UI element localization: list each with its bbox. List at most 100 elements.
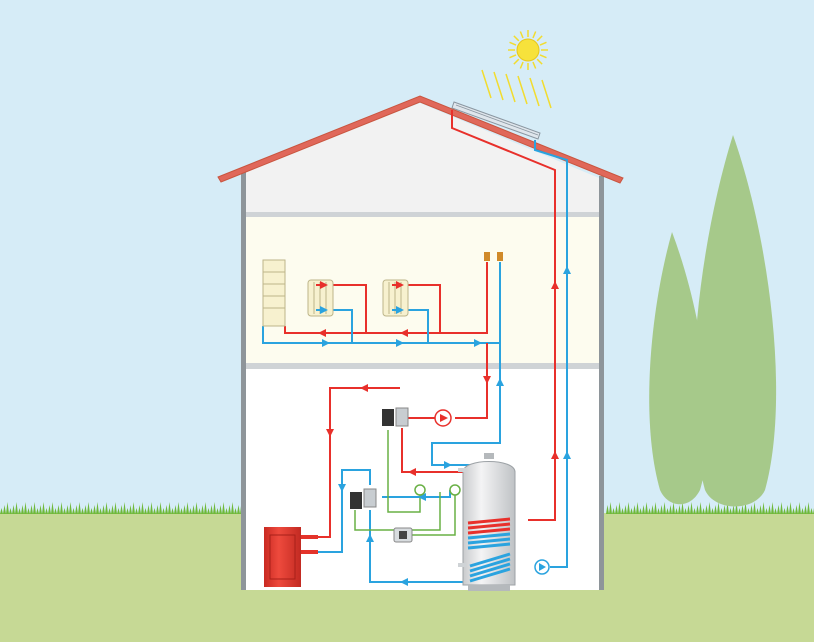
sun-ray: [509, 54, 517, 59]
grass-blade: [612, 508, 615, 514]
grass-blade: [714, 505, 717, 514]
grass-blade: [144, 508, 147, 514]
grass-blade: [741, 505, 744, 514]
tree-small: [649, 232, 709, 505]
grass-blade: [21, 505, 24, 514]
grass-blade: [618, 502, 621, 514]
coil-turn: [469, 557, 511, 573]
grass-blade: [777, 505, 780, 514]
grass-blade: [222, 502, 225, 514]
sun-ray: [509, 41, 517, 46]
roof: [217, 95, 624, 184]
grass-blade: [792, 508, 795, 514]
grass-blade: [636, 502, 639, 514]
grass-blade: [723, 505, 726, 514]
grass-blade: [696, 505, 699, 514]
grass-blade: [84, 505, 87, 514]
grass-blade: [171, 508, 174, 514]
grass-blade: [615, 505, 618, 514]
grass-blade: [72, 508, 75, 514]
grass-blade: [738, 508, 741, 514]
grass-blade: [183, 505, 186, 514]
sun-icon: [481, 30, 552, 109]
sunbeam: [481, 69, 492, 99]
grass-blade: [9, 508, 12, 514]
grass-blade: [237, 505, 240, 514]
grass-blade: [78, 502, 81, 514]
grass-blade: [162, 508, 165, 514]
grass-blade: [219, 505, 222, 514]
grass-blade: [111, 505, 114, 514]
temperature-sensor-icon: [414, 484, 461, 496]
grass-blade: [666, 508, 669, 514]
grass-blade: [150, 502, 153, 514]
grass-blade: [24, 502, 27, 514]
coil-turn: [467, 542, 511, 550]
grass-blade: [807, 502, 810, 514]
grass-blade: [3, 505, 6, 514]
grass-blade: [789, 502, 792, 514]
grass-blade: [705, 505, 708, 514]
grass-blade: [192, 505, 195, 514]
grass-blade: [783, 508, 786, 514]
grass-blade: [60, 502, 63, 514]
solar-loop-pipes: [451, 110, 571, 568]
grass-blade: [198, 508, 201, 514]
grass-blade: [117, 508, 120, 514]
sun-ray: [536, 35, 543, 42]
sunbeam: [505, 73, 516, 103]
grass-blade: [756, 508, 759, 514]
grass-blade: [678, 505, 681, 514]
grass-blade: [165, 505, 168, 514]
grass-blade: [744, 502, 747, 514]
grass-blade: [195, 502, 198, 514]
grass-blade: [108, 508, 111, 514]
coil-turn: [467, 527, 511, 535]
sunbeam: [493, 71, 504, 101]
sun-ray: [536, 58, 543, 65]
grass-blade: [657, 508, 660, 514]
grass-blade: [228, 505, 231, 514]
grass-blade: [90, 508, 93, 514]
grass-blade: [54, 508, 57, 514]
grass-blade: [234, 508, 237, 514]
grass-blade: [663, 502, 666, 514]
grass-blade: [669, 505, 672, 514]
grass-blade: [105, 502, 108, 514]
grass-blade: [747, 508, 750, 514]
grass-blade: [774, 508, 777, 514]
grass-blade: [63, 508, 66, 514]
grass-blade: [147, 505, 150, 514]
grass-blade: [207, 508, 210, 514]
grass-blade: [720, 508, 723, 514]
grass-blade: [180, 508, 183, 514]
grass-blade: [765, 508, 768, 514]
sun-disc: [516, 38, 540, 62]
grass-blade: [51, 502, 54, 514]
grass-blade: [201, 505, 204, 514]
attic: [246, 103, 599, 212]
grass-blade: [159, 502, 162, 514]
grass-blade: [204, 502, 207, 514]
grass-blade: [138, 505, 141, 514]
grass-blade: [804, 505, 807, 514]
grass-blade: [57, 505, 60, 514]
grass-blade: [33, 502, 36, 514]
grass-blade: [717, 502, 720, 514]
grass-blade: [120, 505, 123, 514]
grass-blade: [36, 508, 39, 514]
grass-blade: [633, 505, 636, 514]
grass-strip: [0, 502, 814, 514]
solar-collector-icon: [451, 101, 541, 140]
grass-blade: [87, 502, 90, 514]
grass-blade: [750, 505, 753, 514]
grass-blade: [642, 505, 645, 514]
sun-ray: [513, 35, 520, 42]
grass-blade: [210, 505, 213, 514]
grass-blade: [609, 502, 612, 514]
grass-blade: [759, 505, 762, 514]
boiler: [264, 527, 318, 587]
sunbeam: [541, 79, 552, 109]
grass-blade: [132, 502, 135, 514]
circulation-pump-icon: [534, 559, 550, 575]
